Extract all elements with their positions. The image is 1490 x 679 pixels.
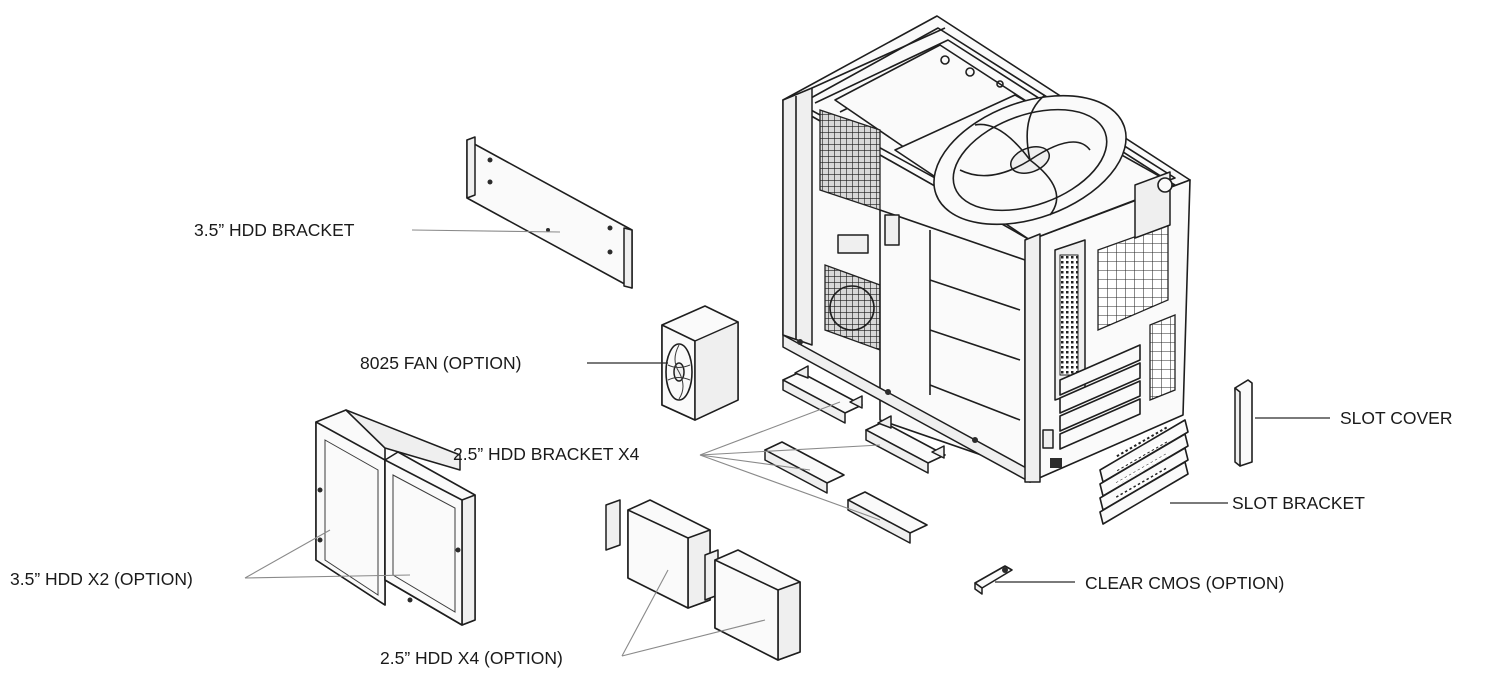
label-slot-bracket: SLOT BRACKET (1232, 493, 1365, 513)
label-slot-cover: SLOT COVER (1340, 408, 1453, 428)
slot-bracket-part (1099, 419, 1189, 525)
label-hdd25: 2.5” HDD X4 (OPTION) (380, 648, 563, 668)
chassis-fan (894, 94, 1176, 241)
hdd35-drives-part (315, 409, 476, 626)
label-hdd35-bracket: 3.5” HDD BRACKET (194, 220, 355, 240)
hdd35-bracket-part (466, 136, 633, 289)
hdd25-drives-part (605, 499, 801, 661)
label-fan-8025: 8025 FAN (OPTION) (360, 353, 521, 373)
chassis (782, 15, 1191, 483)
leader-lines (244, 229, 1330, 657)
part-labels: 3.5” HDD BRACKET 8025 FAN (OPTION) 2.5” … (10, 220, 1453, 668)
label-hdd25-bracket: 2.5” HDD BRACKET X4 (453, 444, 640, 464)
hdd25-brackets-part (764, 365, 946, 544)
slot-cover-part (1234, 379, 1253, 467)
fan-8025-part (661, 305, 739, 421)
clear-cmos-part (974, 565, 1013, 595)
label-hdd35: 3.5” HDD X2 (OPTION) (10, 569, 193, 589)
label-clear-cmos: CLEAR CMOS (OPTION) (1085, 573, 1284, 593)
